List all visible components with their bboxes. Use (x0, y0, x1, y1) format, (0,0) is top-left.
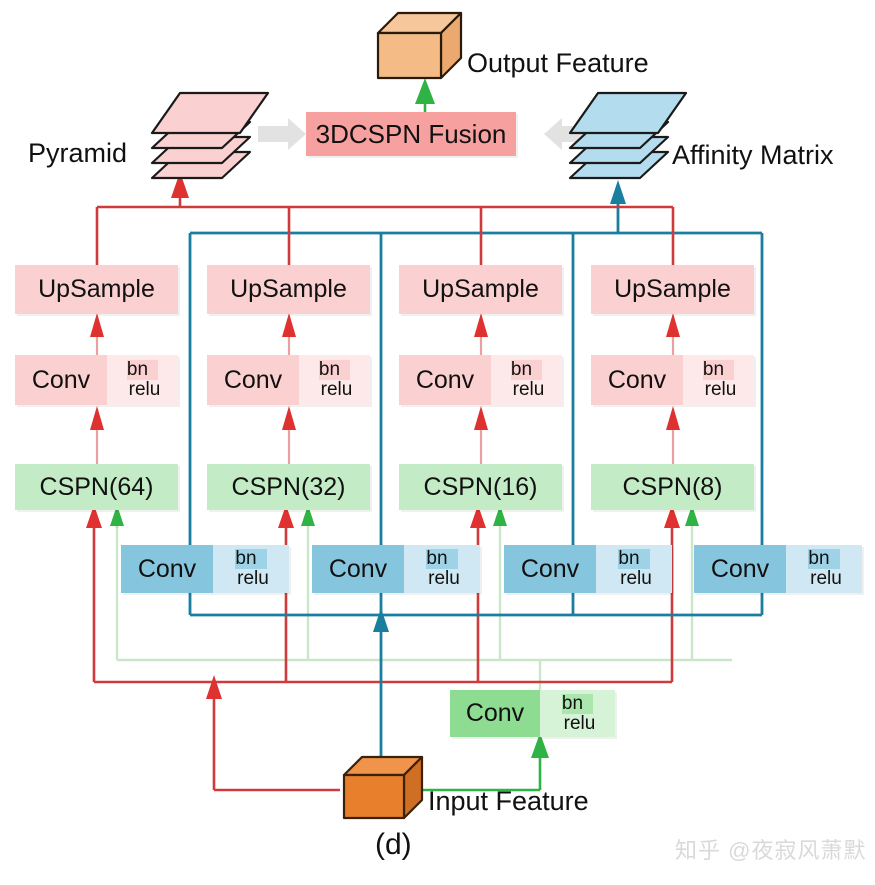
blue-bn-label-3: bn (618, 549, 650, 569)
upsample-block-2[interactable]: UpSample (207, 265, 370, 314)
input-feature-label: Input Feature (428, 786, 589, 816)
bn-label-2: bn (318, 360, 351, 380)
stem-relu-label: relu (563, 712, 596, 734)
conv-bnrelu-2: bn relu (299, 355, 370, 405)
blue-conv-bnrelu-4: bn relu (786, 545, 862, 593)
upsample-block-1[interactable]: UpSample (15, 265, 178, 314)
relu-label-2: relu (320, 379, 353, 400)
conv-label-1: Conv (15, 355, 107, 405)
blue-conv-bnrelu-3: bn relu (596, 545, 672, 593)
stem-conv-label: Conv (450, 690, 540, 737)
blue-relu-label-3: relu (620, 568, 652, 589)
cspn-block-3[interactable]: CSPN(16) (399, 464, 562, 510)
conv-block-2[interactable]: Conv bn relu (207, 355, 370, 405)
blue-relu-label-2: relu (428, 568, 460, 589)
blue-conv-block-4[interactable]: Conv bn relu (694, 545, 862, 593)
cspn-block-4[interactable]: CSPN(8) (591, 464, 754, 510)
output-feature-label: Output Feature (467, 48, 649, 78)
conv-bnrelu-3: bn relu (491, 355, 562, 405)
conv-label-4: Conv (591, 355, 683, 405)
conv-block-4[interactable]: Conv bn relu (591, 355, 754, 405)
upsample-label-1: UpSample (38, 275, 155, 303)
conv-label-3: Conv (399, 355, 491, 405)
upsample-label-2: UpSample (230, 275, 347, 303)
conv-block-3[interactable]: Conv bn relu (399, 355, 562, 405)
upsample-label-3: UpSample (422, 275, 539, 303)
bn-label-1: bn (126, 360, 159, 380)
blue-conv-label-2: Conv (312, 545, 404, 593)
cspn-label-3: CSPN(16) (423, 472, 538, 501)
relu-label-1: relu (128, 379, 161, 400)
cspn-label-4: CSPN(8) (622, 472, 723, 501)
blue-conv-bnrelu-1: bn relu (213, 545, 289, 593)
blue-relu-label-1: relu (237, 568, 269, 589)
cspn-block-2[interactable]: CSPN(32) (207, 464, 370, 510)
cspn-label-1: CSPN(64) (39, 472, 154, 501)
blue-bn-label-1: bn (235, 549, 267, 569)
conv-label-2: Conv (207, 355, 299, 405)
blue-conv-block-2[interactable]: Conv bn relu (312, 545, 480, 593)
blue-bn-label-4: bn (808, 549, 840, 569)
blue-conv-block-1[interactable]: Conv bn relu (121, 545, 289, 593)
blue-conv-label-3: Conv (504, 545, 596, 593)
cspn-block-1[interactable]: CSPN(64) (15, 464, 178, 510)
blue-relu-label-4: relu (810, 568, 842, 589)
conv-bnrelu-1: bn relu (107, 355, 178, 405)
relu-label-4: relu (704, 379, 737, 400)
cspn-label-2: CSPN(32) (231, 472, 346, 501)
upsample-label-4: UpSample (614, 275, 731, 303)
affinity-matrix-label: Affinity Matrix (672, 140, 834, 170)
bn-label-3: bn (510, 360, 543, 380)
blue-bn-label-2: bn (426, 549, 458, 569)
blue-conv-label-4: Conv (694, 545, 786, 593)
blue-conv-block-3[interactable]: Conv bn relu (504, 545, 672, 593)
relu-label-3: relu (512, 379, 545, 400)
stem-conv-block[interactable]: Conv bn relu (450, 690, 615, 737)
bn-label-4: bn (702, 360, 735, 380)
stem-conv-bnrelu: bn relu (540, 690, 615, 737)
blue-conv-label-1: Conv (121, 545, 213, 593)
watermark: 知乎 @夜寂风萧默 (675, 838, 867, 863)
figure-caption: (d) (375, 828, 412, 861)
conv-bnrelu-4: bn relu (683, 355, 754, 405)
pyramid-label: Pyramid (28, 138, 128, 168)
fusion-label: 3DCSPN Fusion (315, 118, 507, 149)
blue-conv-bnrelu-2: bn relu (404, 545, 480, 593)
upsample-block-4[interactable]: UpSample (591, 265, 754, 314)
conv-block-1[interactable]: Conv bn relu (15, 355, 178, 405)
stem-bn-label: bn (561, 693, 594, 714)
upsample-block-3[interactable]: UpSample (399, 265, 562, 314)
fusion-block[interactable]: 3DCSPN Fusion (306, 112, 516, 156)
